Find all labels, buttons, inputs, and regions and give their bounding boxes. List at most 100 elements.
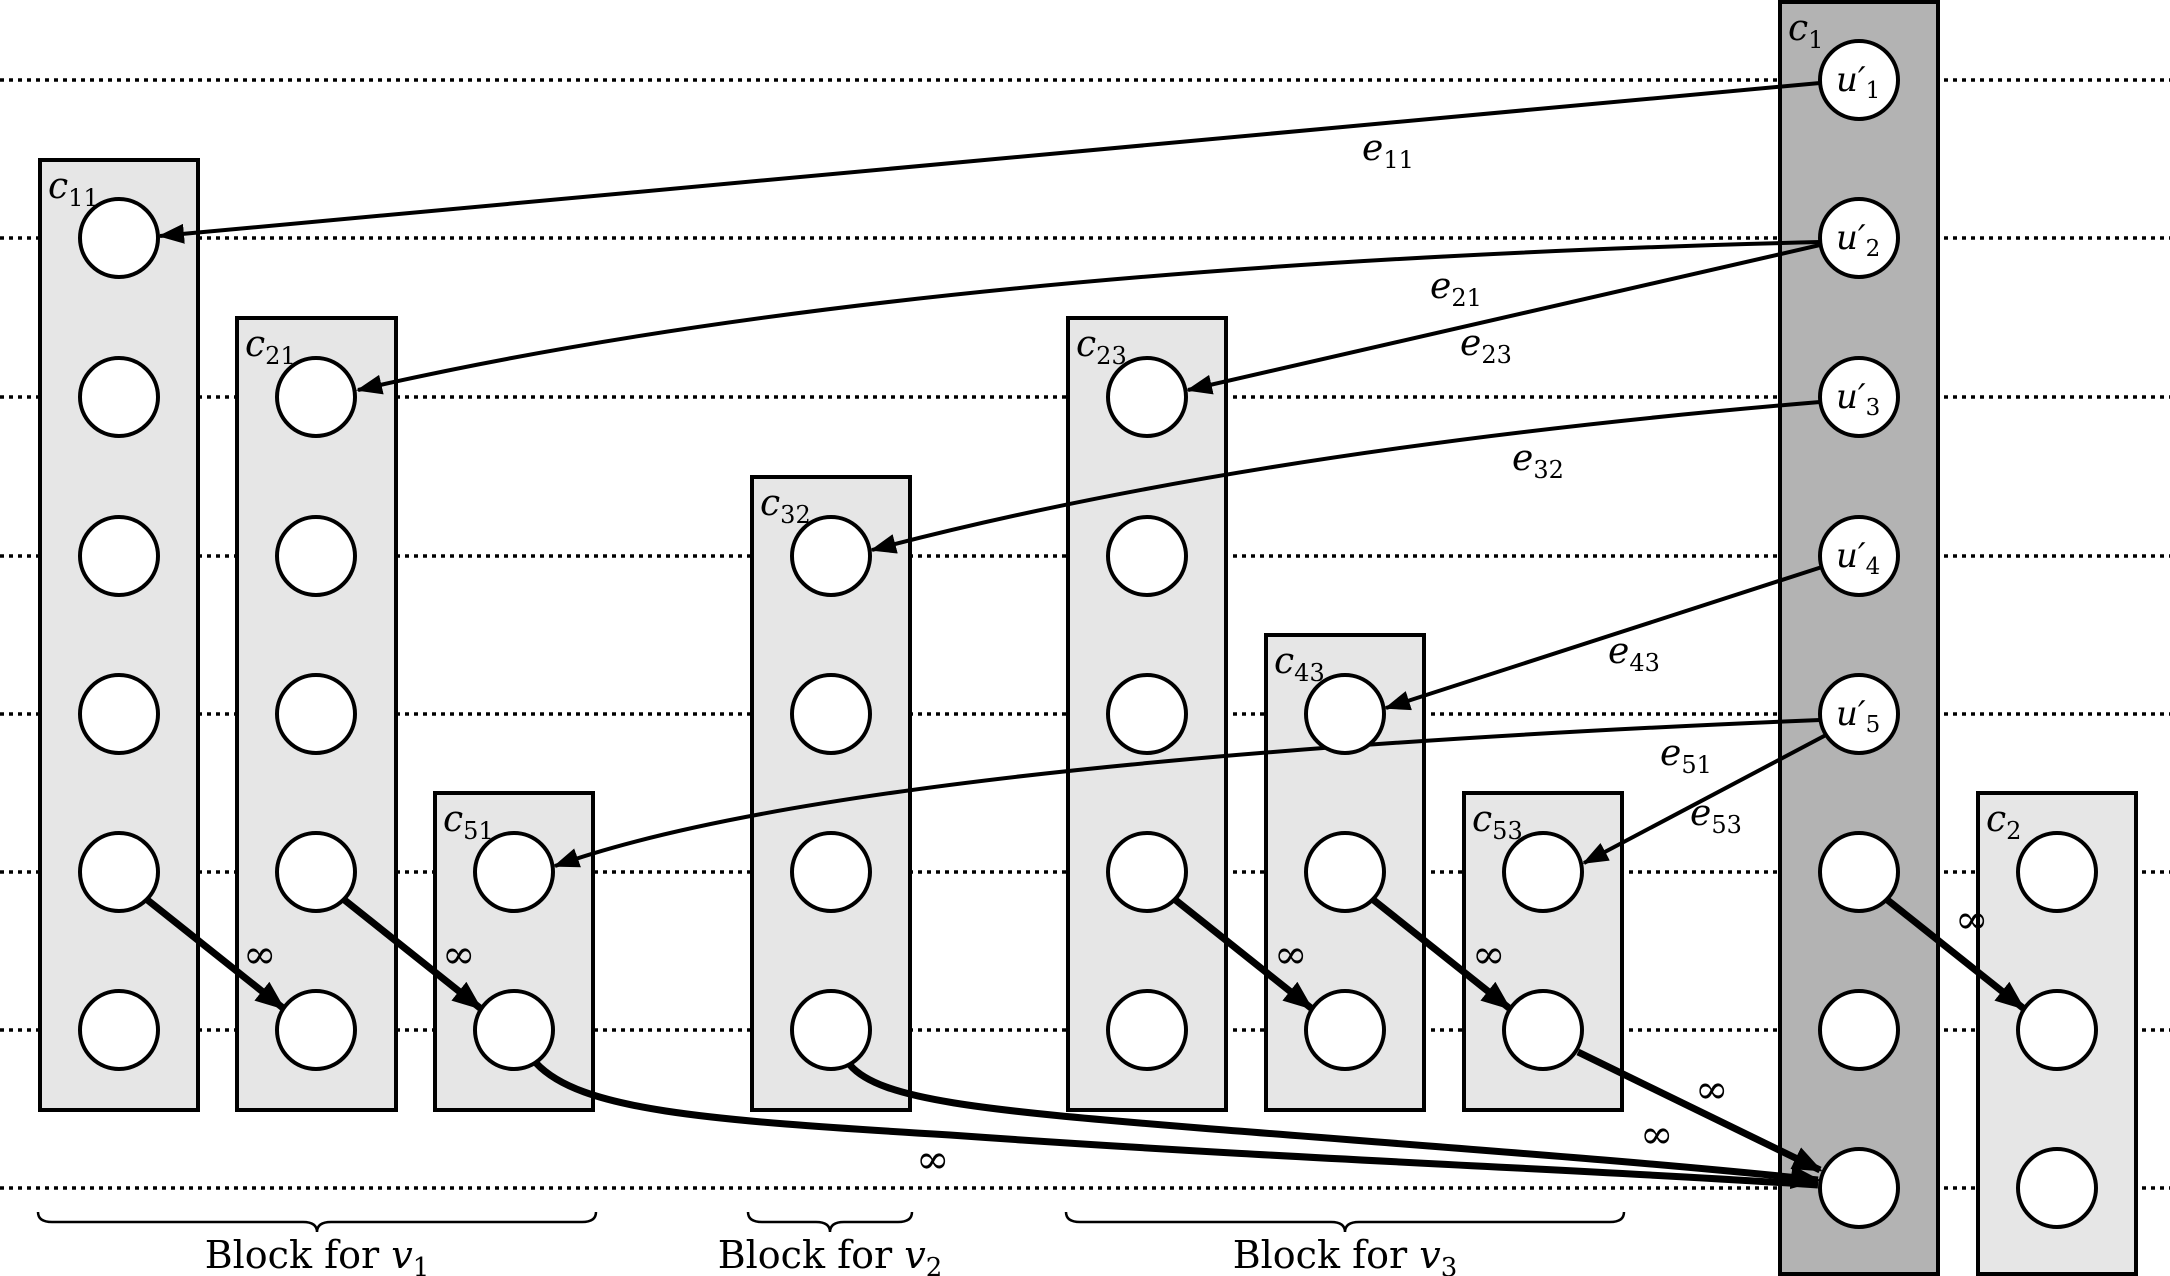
- nodes: [78, 39, 2098, 1229]
- node-c11-4: [78, 673, 160, 755]
- cluster-label-c43-main: c: [1274, 641, 1294, 682]
- cluster-label-c2-sub: 2: [2006, 817, 2021, 845]
- cluster-label-c51: c51: [443, 799, 494, 845]
- edge-inf-c51-to-c1: [533, 1060, 1819, 1189]
- block-label-3: Block for v3: [1233, 1233, 1458, 1276]
- node-c1-3: [1818, 515, 1900, 597]
- node-c23-2: [1106, 356, 1188, 438]
- edge-label-e53: e53: [1690, 793, 1742, 839]
- node-c43-6: [1304, 989, 1386, 1071]
- block-brace: [1064, 1211, 1626, 1233]
- cluster-label-c1: c1: [1788, 8, 1823, 54]
- cluster-label-c21-sub: 21: [265, 342, 296, 370]
- u-node-label-4: u′4: [1836, 536, 1880, 580]
- node-c11-3: [78, 515, 160, 597]
- cluster-label-c32: c32: [760, 483, 811, 529]
- block-label-sub: 1: [413, 1253, 430, 1276]
- block-brace: [36, 1211, 598, 1233]
- node-c23-3: [1106, 515, 1188, 597]
- block-brace: [746, 1211, 914, 1233]
- block-label-2: Block for v2: [718, 1233, 943, 1276]
- labels: c11c21c51c32c23c43c53c1c2u′1u′2u′3u′4u′5…: [48, 8, 2021, 1276]
- infinity-label: ∞: [916, 1137, 949, 1183]
- cluster-label-c2-main: c: [1986, 799, 2006, 840]
- u-node-label-2-sub: 2: [1866, 236, 1881, 262]
- node-c21-3: [275, 515, 357, 597]
- node-c2-7: [2016, 1147, 2098, 1229]
- edge-label-e53-sub: 53: [1711, 811, 1742, 839]
- node-c1-6: [1818, 989, 1900, 1071]
- u-node-label-1: u′1: [1836, 60, 1880, 104]
- node-c1-1: [1818, 197, 1900, 279]
- cluster-label-c21: c21: [245, 324, 296, 370]
- node-c32-6: [790, 989, 872, 1071]
- edge-e21: [356, 240, 1821, 395]
- cluster-label-c43-sub: 43: [1294, 659, 1325, 687]
- edge-label-e51-main: e: [1660, 733, 1681, 774]
- edge-e32: [870, 400, 1821, 554]
- edges: [142, 81, 2026, 1190]
- u-node-label-2: u′2: [1836, 218, 1880, 262]
- cluster-label-c11-main: c: [48, 166, 68, 207]
- edge-inf-c23: [1170, 895, 1314, 1011]
- u-node-label-5: u′5: [1836, 694, 1880, 738]
- node-c1-7: [1818, 1147, 1900, 1229]
- block-label-1: Block for v1: [205, 1233, 430, 1276]
- edge-label-e11-main: e: [1362, 128, 1383, 169]
- node-c32-3: [790, 515, 872, 597]
- edge-e11: [158, 81, 1821, 244]
- edge-label-e51-sub: 51: [1681, 751, 1712, 779]
- u-node-label-3-main: u′: [1836, 377, 1866, 417]
- block-label-var: v: [904, 1233, 926, 1276]
- node-c43-4: [1304, 673, 1386, 755]
- node-c1-4: [1818, 673, 1900, 755]
- block-label-text: Block for: [718, 1233, 905, 1276]
- edge-inf-c1: [1882, 895, 2026, 1011]
- node-c2-6: [2016, 989, 2098, 1071]
- cluster-label-c11-sub: 11: [68, 184, 99, 212]
- block-label-text: Block for: [1233, 1233, 1420, 1276]
- node-c32-4: [790, 673, 872, 755]
- cluster-label-c11: c11: [48, 166, 99, 212]
- infinity-label: ∞: [1472, 932, 1505, 978]
- edge-label-e43: e43: [1608, 631, 1660, 677]
- cluster-label-c21-main: c: [245, 324, 265, 365]
- cluster-label-c32-sub: 32: [780, 501, 811, 529]
- edge-inf-c53-to-c1: [1576, 1048, 1823, 1174]
- block-label-text: Block for: [205, 1233, 392, 1276]
- node-c53-5: [1502, 831, 1584, 913]
- block-braces: [36, 1211, 1626, 1233]
- u-node-label-4-main: u′: [1836, 536, 1866, 576]
- node-c23-4: [1106, 673, 1188, 755]
- node-c11-2: [78, 356, 160, 438]
- node-c23-6: [1106, 989, 1188, 1071]
- infinity-label: ∞: [243, 932, 276, 978]
- edge-e43: [1384, 565, 1823, 711]
- edge-inf-c43: [1368, 895, 1512, 1011]
- node-c43-5: [1304, 831, 1386, 913]
- edge-label-e43-main: e: [1608, 631, 1629, 672]
- node-c23-5: [1106, 831, 1188, 913]
- cluster-label-c51-sub: 51: [463, 817, 494, 845]
- node-c11-5: [78, 831, 160, 913]
- node-c21-6: [275, 989, 357, 1071]
- cluster-label-c1-sub: 1: [1808, 26, 1823, 54]
- edge-label-e32: e32: [1512, 438, 1564, 484]
- clusters: [38, 0, 2138, 1276]
- node-c32-5: [790, 831, 872, 913]
- block-label-sub: 3: [1441, 1253, 1458, 1276]
- block-label-var: v: [1419, 1233, 1441, 1276]
- infinity-label: ∞: [1274, 932, 1307, 978]
- edge-inf-c11: [142, 895, 286, 1011]
- edge-label-e11-sub: 11: [1383, 146, 1414, 174]
- u-node-label-3-sub: 3: [1866, 395, 1881, 421]
- edge-inf-c21: [339, 895, 483, 1011]
- cluster-label-c23-sub: 23: [1096, 342, 1127, 370]
- cluster-c11: [38, 158, 200, 1112]
- edge-label-e23-main: e: [1460, 323, 1481, 364]
- cluster-label-c23: c23: [1076, 324, 1127, 370]
- u-node-label-3: u′3: [1836, 377, 1880, 421]
- node-c1-2: [1818, 356, 1900, 438]
- edge-e23: [1186, 243, 1821, 395]
- infinity-label: ∞: [442, 932, 475, 978]
